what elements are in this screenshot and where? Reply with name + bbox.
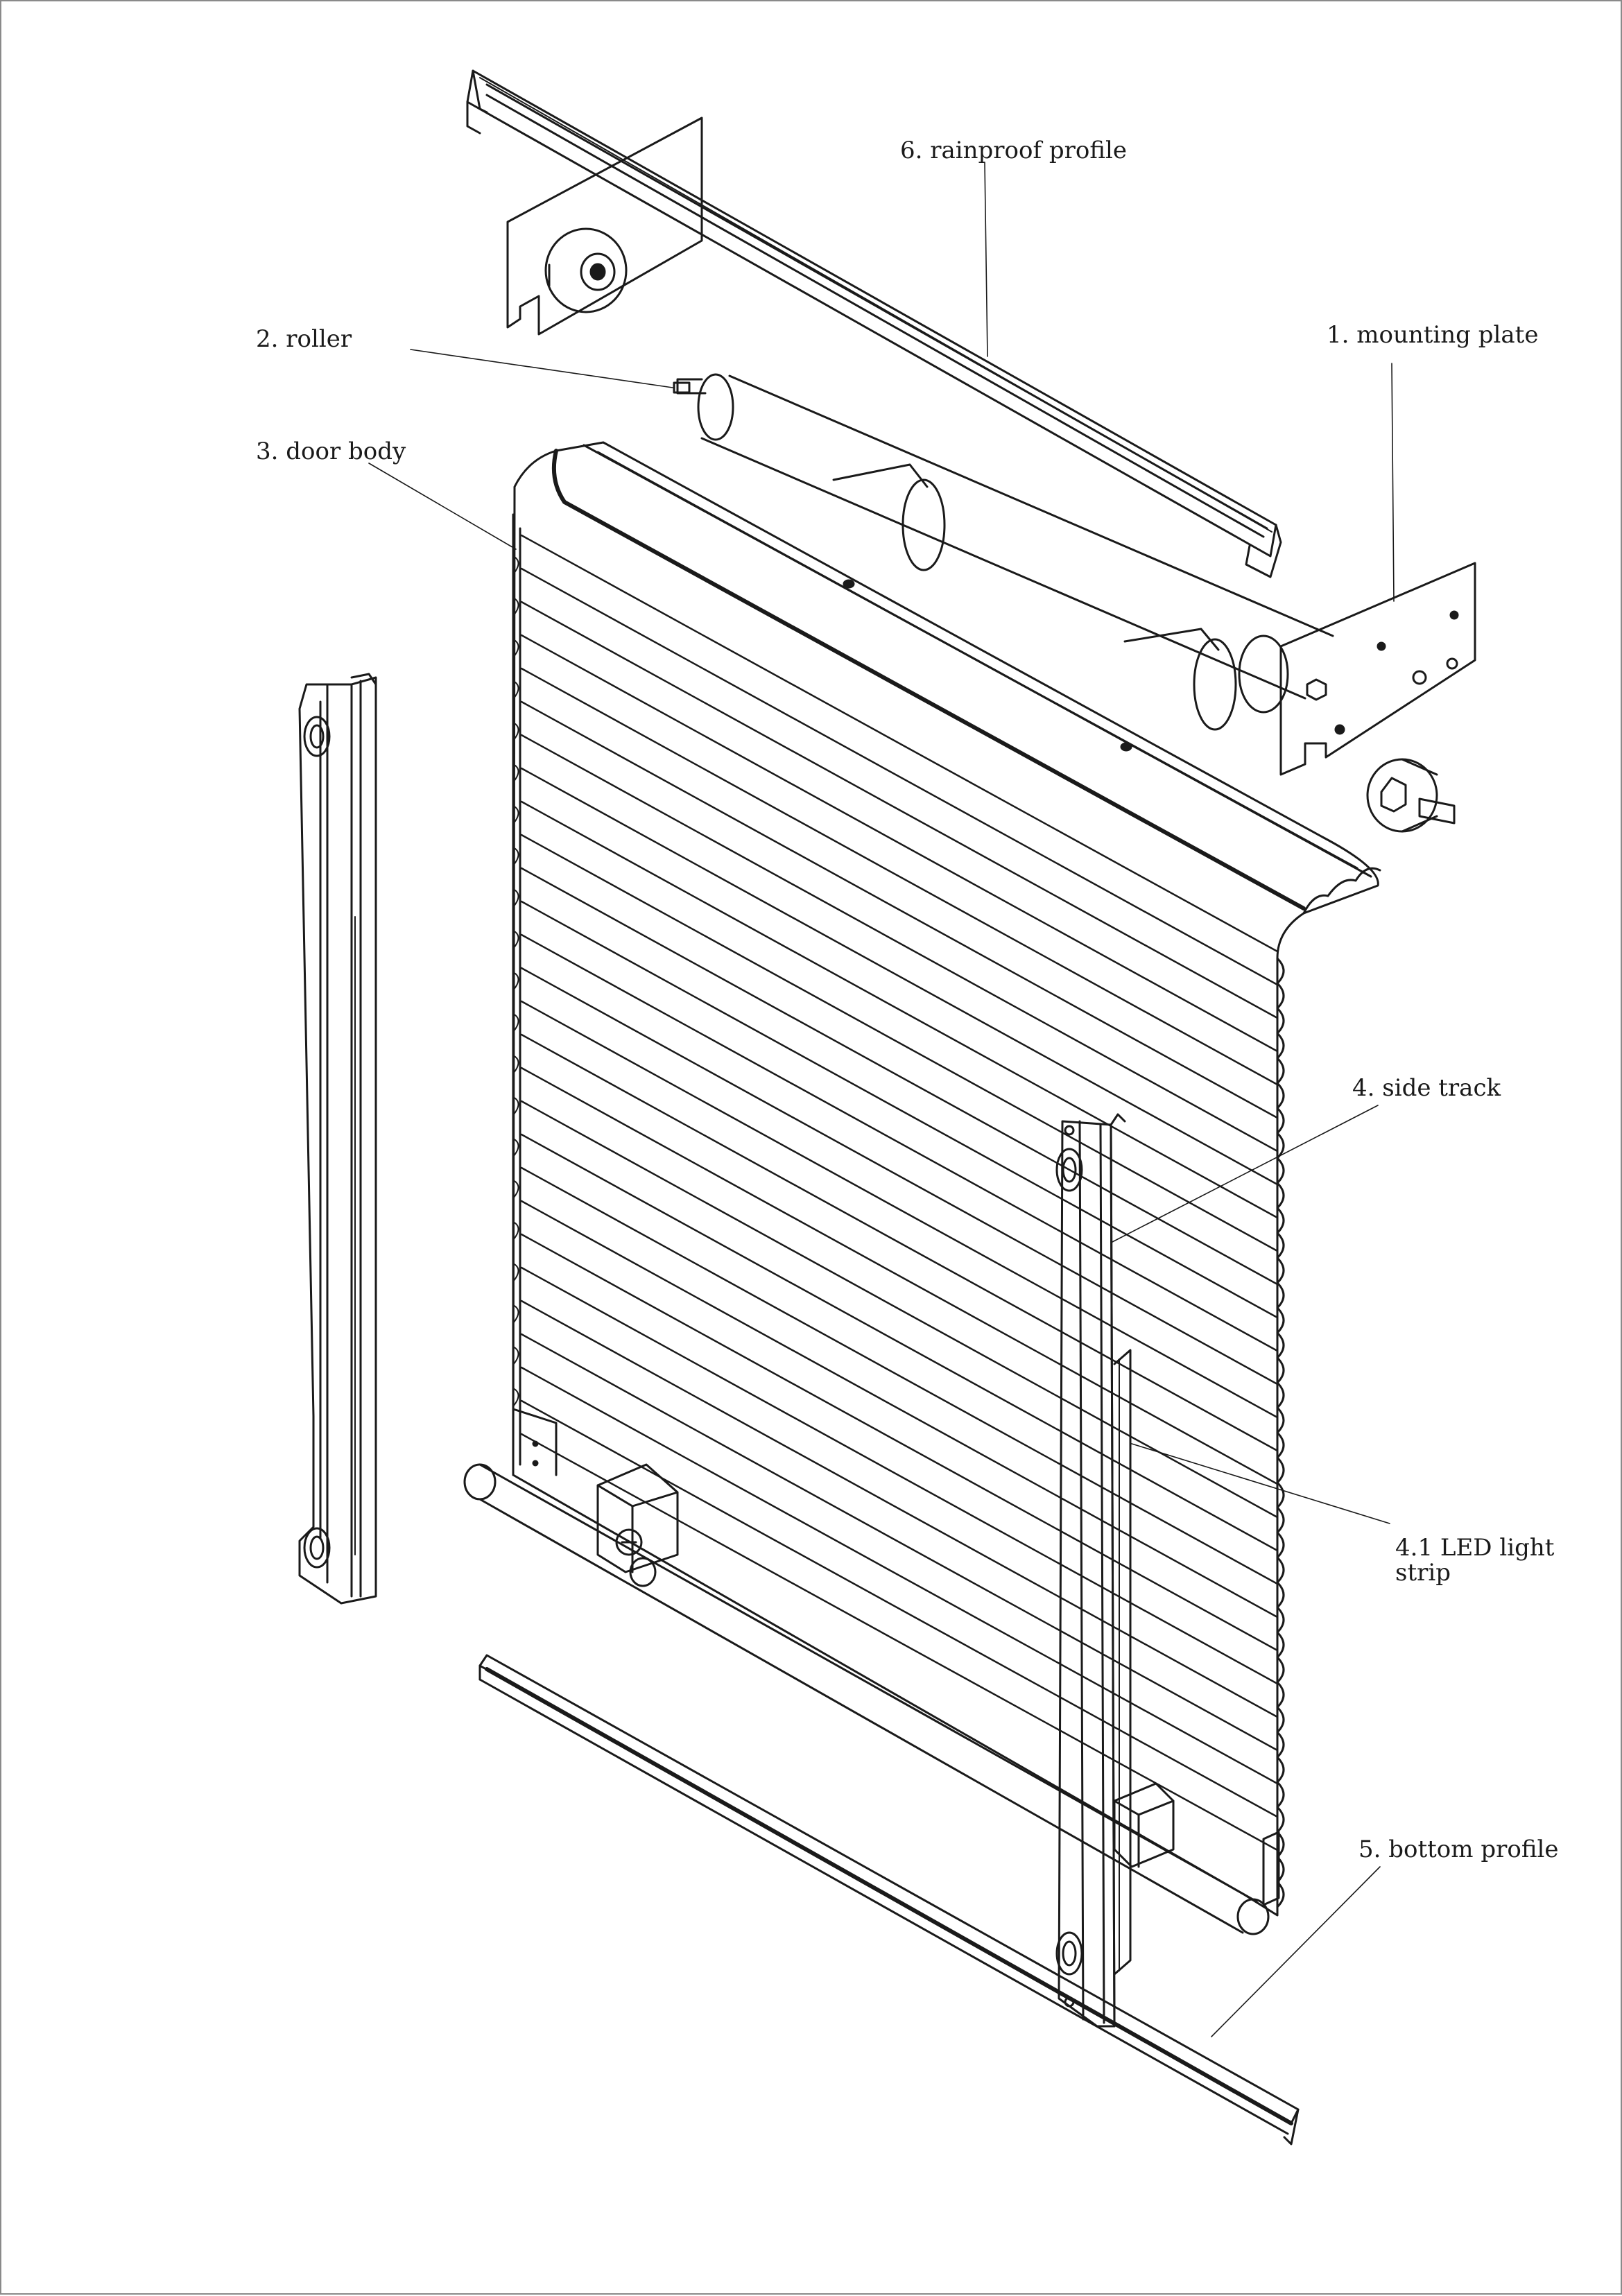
door-slats	[520, 534, 1279, 1852]
roller-part	[673, 373, 1456, 833]
leader-led	[1131, 1443, 1390, 1524]
left-side-track-part	[298, 673, 377, 1605]
leader-doorbody	[368, 463, 517, 550]
label-led-light-strip: 4.1 LED light strip	[1395, 1535, 1554, 1585]
label-bottom-profile: 5. bottom profile	[1358, 1836, 1559, 1863]
label-led-line-2: strip	[1395, 1559, 1451, 1587]
bottom-profile-part	[478, 1654, 1300, 2146]
leader-sidetrack	[1110, 1105, 1379, 1243]
door-right-edge	[1276, 957, 1285, 1908]
rainproof-profile-part	[466, 69, 1282, 578]
door-left-edge	[512, 513, 521, 1476]
label-mounting-plate: 1. mounting plate	[1327, 321, 1539, 349]
door-body-part	[512, 441, 1381, 1917]
leader-bottom	[1211, 1866, 1381, 2037]
right-side-track-part	[1055, 1113, 1132, 2028]
leader-mounting	[1391, 363, 1395, 602]
label-led-line-1: 4.1 LED light	[1395, 1534, 1555, 1562]
label-side-track: 4. side track	[1352, 1074, 1501, 1102]
left-end-plate-part	[506, 116, 703, 336]
label-rainproof-profile: 6. rainproof profile	[900, 137, 1128, 164]
mounting-plate-part	[1279, 562, 1476, 776]
leader-rainproof	[984, 162, 988, 357]
bottom-bar-part	[463, 1463, 1280, 1935]
label-roller: 2. roller	[256, 325, 352, 353]
leader-lines	[368, 162, 1395, 2037]
led-light-strip-part	[1113, 1349, 1132, 1976]
leader-roller	[410, 349, 673, 388]
label-door-body: 3. door body	[256, 438, 406, 465]
